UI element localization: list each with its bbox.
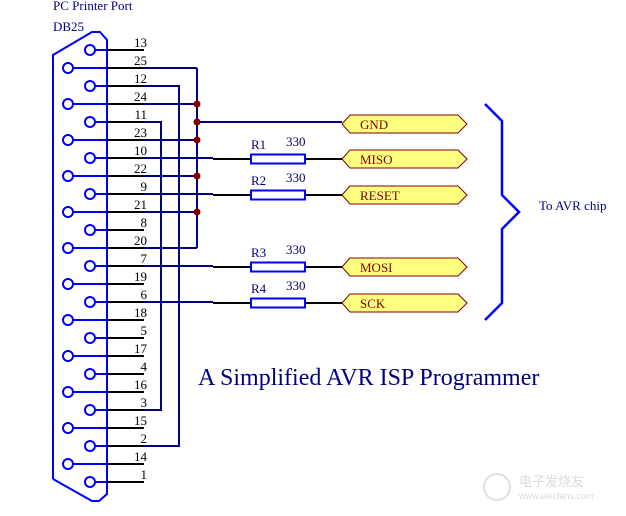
pin-4-socket-icon	[84, 368, 96, 380]
pin-6-socket-icon	[84, 296, 96, 308]
brace-label: To AVR chip	[539, 198, 606, 213]
pin-7-number: 7	[141, 251, 148, 266]
brace-icon	[484, 103, 521, 321]
pin-2-number: 2	[141, 431, 148, 446]
resistor-ref: R1	[251, 137, 266, 152]
wires	[144, 67, 342, 447]
pin-8-socket-icon	[84, 224, 96, 236]
connector-pins: 13 25 12 24 11 23 10 22 9 21 8 20 7 19 6 18 5 17 4 16 3 15 2 14…	[62, 35, 148, 488]
pin-6-number: 6	[141, 287, 148, 302]
pin-21-number: 21	[134, 197, 147, 212]
pin-13-number: 13	[134, 35, 147, 50]
pin-23-number: 23	[134, 125, 147, 140]
pin-10-socket-icon	[84, 152, 96, 164]
pin-15-number: 15	[134, 413, 147, 428]
connector-label: DB25	[53, 19, 84, 34]
port-mosi-shape	[341, 257, 468, 277]
pin-25-socket-icon	[62, 62, 74, 74]
resistor-r2-icon	[250, 189, 306, 201]
port-mosi-label: MOSI	[360, 260, 393, 275]
resistor-value: 330	[286, 134, 306, 149]
pin-10-number: 10	[134, 143, 147, 158]
pin-5-number: 5	[141, 323, 148, 338]
junction-dot	[193, 208, 201, 216]
watermark-line1: 电子发烧友	[519, 474, 584, 489]
pin-3-number: 3	[141, 395, 148, 410]
pin-4-number: 4	[141, 359, 148, 374]
port-sck-label: SCK	[360, 296, 386, 311]
pin-12-socket-icon	[84, 80, 96, 92]
pin-8-number: 8	[141, 215, 148, 230]
resistor-value: 330	[286, 242, 306, 257]
net-ports: GND MISO RESET MOSI SCK	[341, 114, 468, 313]
pin-25-number: 25	[134, 53, 147, 68]
pin-12-number: 12	[134, 71, 147, 86]
pin-22-number: 22	[134, 161, 147, 176]
pin-20-number: 20	[134, 233, 147, 248]
junction-dot	[193, 118, 201, 126]
port-miso-label: MISO	[360, 152, 393, 167]
resistor-ref: R2	[251, 173, 266, 188]
pin-24-number: 24	[134, 89, 148, 104]
pin-11-socket-icon	[84, 116, 96, 128]
db25-connector-outline	[52, 31, 108, 502]
pin-17-number: 17	[134, 341, 148, 356]
resistor-ref: R4	[251, 281, 267, 296]
resistor-value: 330	[286, 278, 306, 293]
diagram-title: A Simplified AVR ISP Programmer	[198, 365, 539, 391]
pin-2-socket-icon	[84, 440, 96, 452]
resistor-r3-icon	[250, 261, 306, 273]
port-label: PC Printer Port	[53, 0, 133, 13]
watermark-line2: www.elecfans.com	[518, 491, 594, 501]
pin-15-socket-icon	[62, 422, 74, 434]
pin-20-socket-icon	[62, 242, 74, 254]
pin-5-socket-icon	[84, 332, 96, 344]
pin-23-socket-icon	[62, 134, 74, 146]
resistor-r4-icon	[250, 297, 306, 309]
port-gnd-shape	[341, 114, 468, 134]
pin-13-socket-icon	[84, 44, 96, 56]
pin-16-number: 16	[134, 377, 148, 392]
pin-22-socket-icon	[62, 170, 74, 182]
pin-1-socket-icon	[84, 476, 96, 488]
junction-dot	[193, 172, 201, 180]
pin-19-number: 19	[134, 269, 147, 284]
junction-dot	[193, 136, 201, 144]
pin-21-socket-icon	[62, 206, 74, 218]
port-gnd-label: GND	[360, 117, 388, 132]
pin-14-number: 14	[134, 449, 148, 464]
pin-3-socket-icon	[84, 404, 96, 416]
junctions	[193, 100, 201, 216]
pin-14-socket-icon	[62, 458, 74, 470]
resistor-r1-icon	[250, 153, 306, 165]
pin-9-number: 9	[141, 179, 148, 194]
pin-18-number: 18	[134, 305, 147, 320]
port-reset-shape	[341, 185, 468, 205]
port-reset-label: RESET	[360, 188, 400, 203]
port-sck-shape	[341, 293, 468, 313]
resistor-value: 330	[286, 170, 306, 185]
pin-11-number: 11	[134, 107, 147, 122]
resistor-ref: R3	[251, 245, 266, 260]
pin-1-number: 1	[141, 467, 148, 482]
pin-19-socket-icon	[62, 278, 74, 290]
junction-dot	[193, 100, 201, 108]
pin-18-socket-icon	[62, 314, 74, 326]
watermark: 电子发烧友 www.elecfans.com	[483, 473, 594, 501]
pin-24-socket-icon	[62, 98, 74, 110]
pin-17-socket-icon	[62, 350, 74, 362]
pin-16-socket-icon	[62, 386, 74, 398]
port-miso-shape	[341, 149, 468, 169]
pin-9-socket-icon	[84, 188, 96, 200]
pin-7-socket-icon	[84, 260, 96, 272]
watermark-logo-icon	[483, 473, 511, 501]
